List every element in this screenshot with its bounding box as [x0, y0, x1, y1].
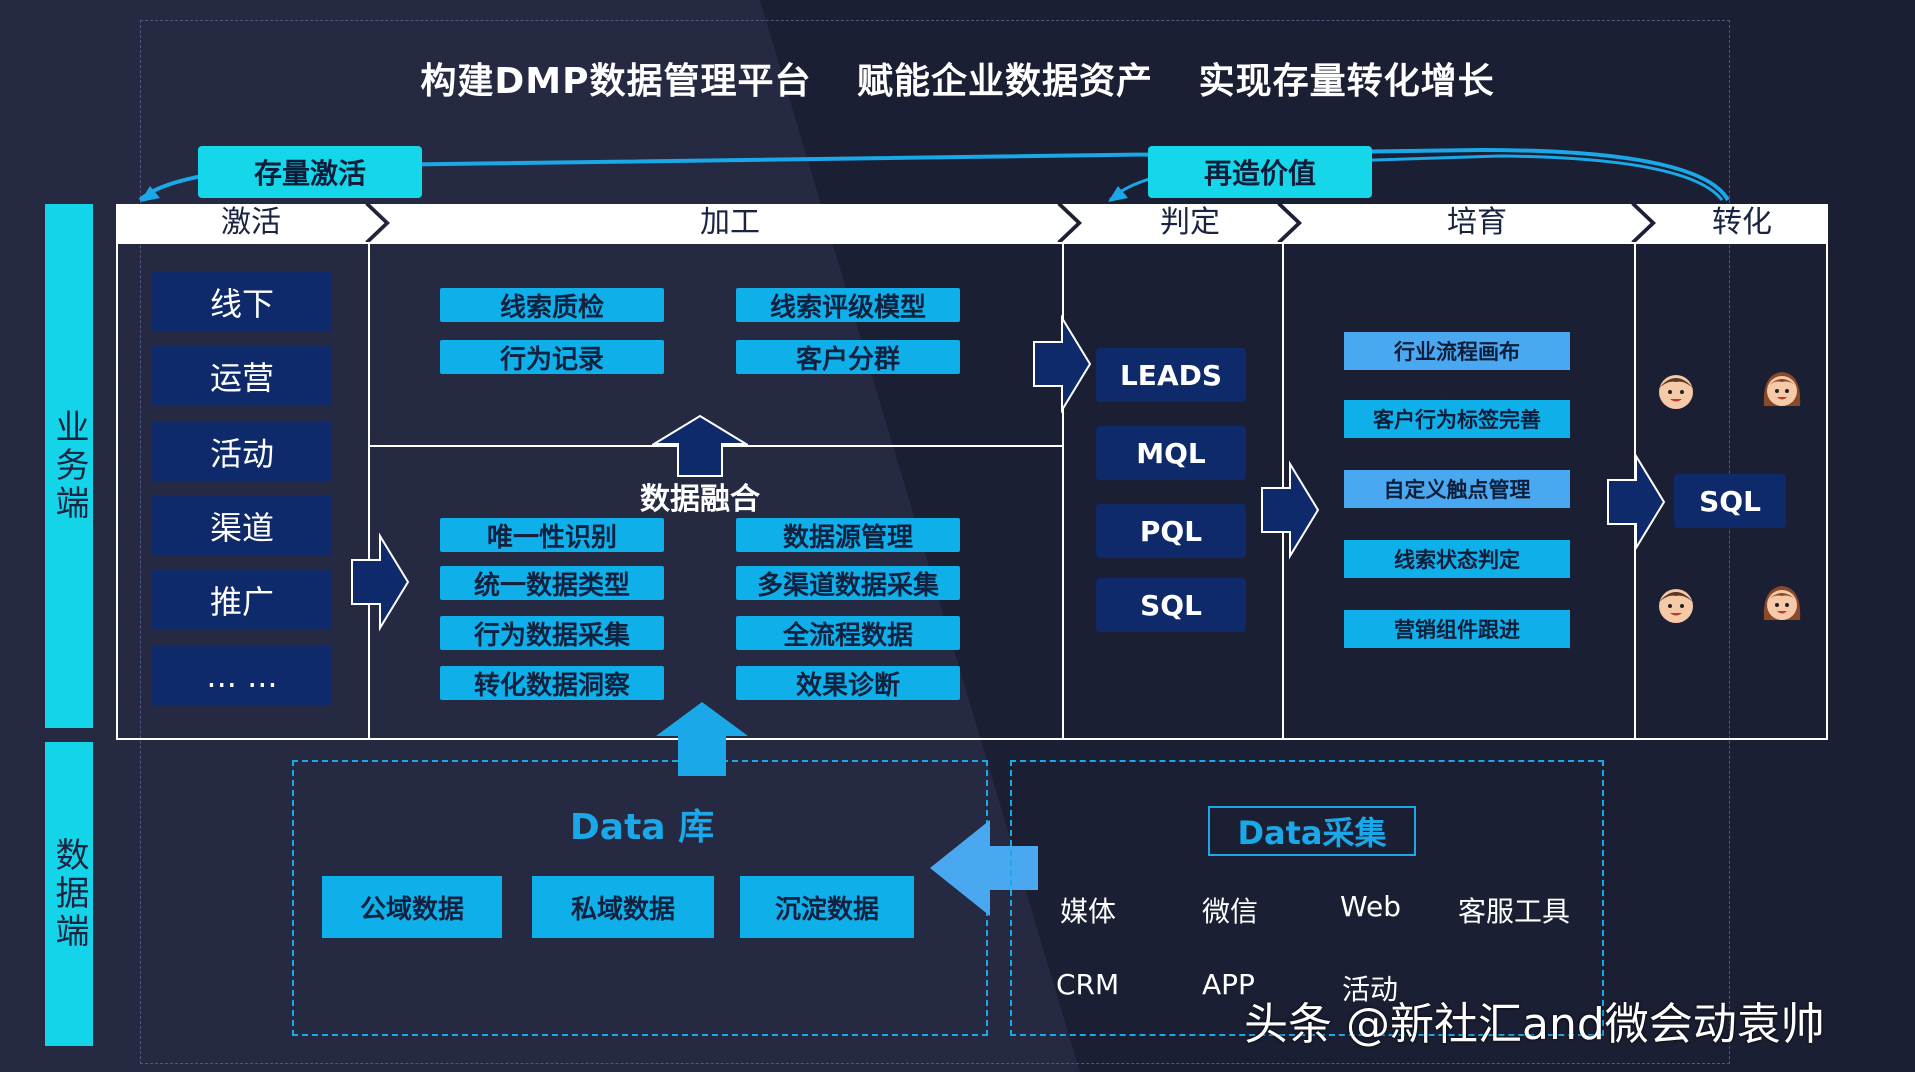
arrow-left-icon	[930, 820, 1038, 916]
girl-avatar-icon	[1763, 372, 1801, 406]
arrow-right-icon	[1261, 460, 1320, 560]
source-web: Web	[1340, 890, 1402, 923]
data-library-title: Data 库	[569, 807, 715, 848]
arrow-right-icon	[1607, 452, 1666, 552]
channel-operation: 运营	[152, 346, 332, 406]
title-part-1: 构建DMP数据管理平台	[420, 61, 812, 102]
channel-event: 活动	[152, 422, 332, 482]
stage-convert: 转化	[1712, 205, 1772, 240]
stage-mql: MQL	[1096, 426, 1246, 480]
source-cs-tool: 客服工具	[1458, 895, 1571, 928]
stage-bar	[116, 204, 1828, 242]
channel-offline: 线下	[152, 272, 332, 332]
chip-effect-diagnosis: 效果诊断	[736, 666, 960, 701]
arrow-right-icon	[1033, 314, 1092, 414]
tag-recreate-value: 再造价值	[1148, 146, 1372, 198]
girl-avatar-icon	[1763, 586, 1801, 620]
nurture-tag-complete: 客户行为标签完善	[1344, 400, 1570, 438]
chip-multichannel-collect: 多渠道数据采集	[736, 566, 960, 601]
source-crm: CRM	[1056, 968, 1120, 1001]
title-part-2: 赋能企业数据资产	[857, 61, 1154, 102]
source-wechat: 微信	[1202, 895, 1259, 928]
chip-unified-data-type: 统一数据类型	[440, 566, 664, 601]
arrow-right-icon	[351, 532, 410, 632]
chip-customer-segment: 客户分群	[736, 340, 960, 375]
nurture-component-follow: 营销组件跟进	[1344, 610, 1570, 648]
source-app: APP	[1202, 968, 1255, 1001]
watermark: 头条 @新社汇and微会动袁帅	[1244, 999, 1825, 1050]
sidebar-data: 数据端	[45, 742, 93, 1046]
nurture-touchpoint: 自定义触点管理	[1344, 470, 1570, 508]
stage-pql: PQL	[1096, 504, 1246, 558]
divider	[1062, 242, 1064, 740]
boy-avatar-icon	[1659, 375, 1693, 409]
outer-frame	[140, 20, 1730, 1064]
channel-promotion: 推广	[152, 570, 332, 630]
nurture-lead-status: 线索状态判定	[1344, 540, 1570, 578]
arrow-up-icon	[652, 414, 748, 477]
chip-lead-quality-check: 线索质检	[440, 288, 664, 323]
divider	[368, 242, 370, 740]
stage-activate: 激活	[221, 205, 281, 240]
conversion-sql: SQL	[1674, 474, 1786, 528]
sidebar-business: 业务端	[45, 204, 93, 728]
tag-stock-activation: 存量激活	[198, 146, 422, 198]
chip-behavior-record: 行为记录	[440, 340, 664, 375]
data-collection-title: Data采集	[1208, 806, 1416, 856]
public-data: 公域数据	[322, 876, 502, 938]
stage-judge: 判定	[1160, 205, 1220, 240]
page-title: 构建DMP数据管理平台 赋能企业数据资产 实现存量转化增长	[0, 52, 1915, 104]
chip-lead-rating-model: 线索评级模型	[736, 288, 960, 323]
business-frame	[116, 242, 1828, 740]
nurture-flow-canvas: 行业流程画布	[1344, 332, 1570, 370]
fusion-label: 数据融合	[640, 482, 760, 517]
private-data: 私域数据	[532, 876, 714, 938]
source-event: 活动	[1342, 973, 1399, 1006]
chip-full-process-data: 全流程数据	[736, 616, 960, 651]
cycle-arrows	[138, 147, 1730, 202]
chip-source-management: 数据源管理	[736, 518, 960, 553]
boy-avatar-icon	[1659, 589, 1693, 623]
channel-more: ... ...	[152, 646, 332, 706]
arrow-up-icon	[656, 702, 748, 776]
stage-process: 加工	[700, 205, 760, 240]
title-part-3: 实现存量转化增长	[1198, 61, 1495, 102]
source-media: 媒体	[1060, 895, 1117, 928]
stage-sql: SQL	[1096, 578, 1246, 632]
stage-leads: LEADS	[1096, 348, 1246, 402]
stage-nurture: 培育	[1447, 205, 1507, 240]
chip-unique-identify: 唯一性识别	[440, 518, 664, 553]
chip-conversion-insight: 转化数据洞察	[440, 666, 664, 701]
accumulated-data: 沉淀数据	[740, 876, 914, 938]
data-collection-box	[1010, 760, 1604, 1036]
chip-behavior-collect: 行为数据采集	[440, 616, 664, 651]
channel-channel: 渠道	[152, 496, 332, 556]
